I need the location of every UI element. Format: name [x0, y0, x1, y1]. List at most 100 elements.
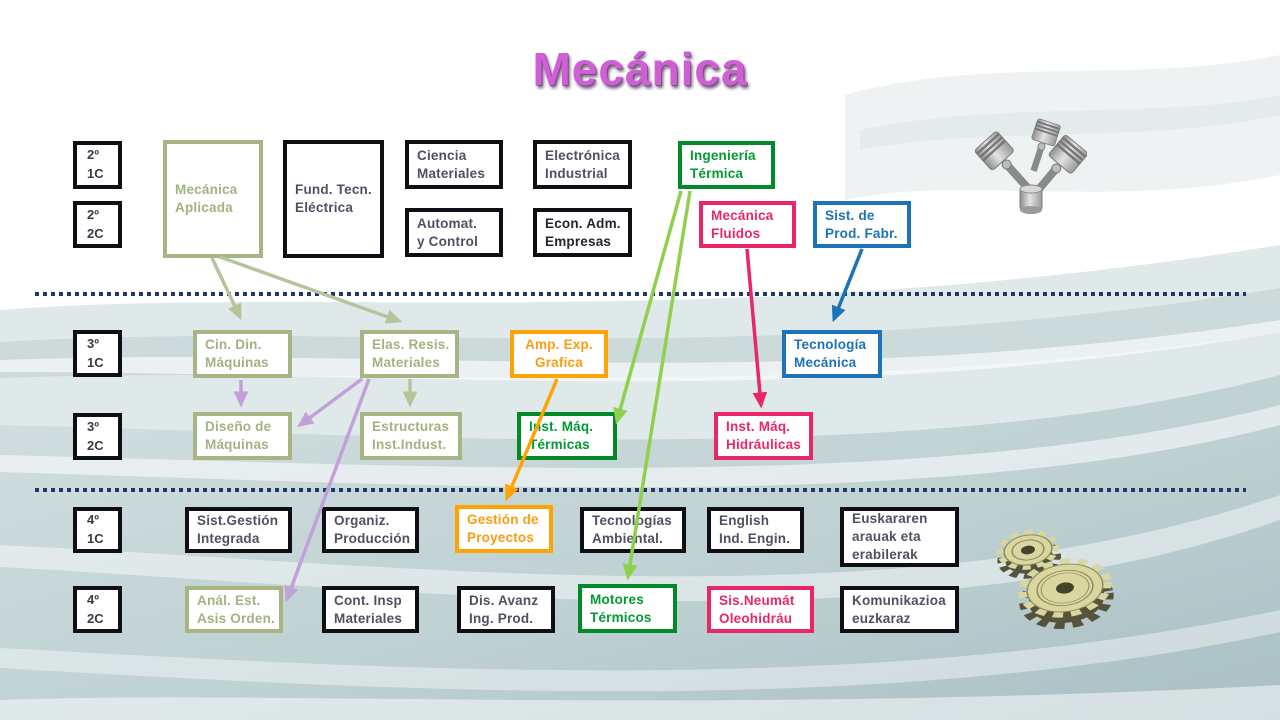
course-box-econ-adm-empresas: Econ. Adm. Empresas [533, 208, 632, 257]
course-box-automat-y-control: Automat.y Control [405, 208, 503, 257]
course-box-text: Cin. Din. [205, 337, 262, 353]
course-box-text: Producción [334, 531, 411, 546]
course-box-text: Estructuras [372, 419, 450, 435]
course-box-amp-exp-grafica: Amp. Exp. Grafica [510, 330, 608, 378]
semester-label-text: 4º [87, 512, 99, 528]
course-box-text: Amp. Exp. [525, 337, 593, 353]
course-box-text: Cont. Insp [334, 592, 402, 608]
course-box-diseno-de-maquinas: Diseño de Máquinas [193, 412, 292, 460]
course-box-text: Ing. Prod. [469, 610, 534, 626]
course-box-text: Diseño de [205, 419, 272, 435]
semester-label-text: 1C [87, 354, 104, 370]
semester-label-text: 2C [87, 610, 104, 626]
course-box-text: Industrial [545, 165, 608, 181]
gears-image [996, 530, 1114, 629]
course-box-text: Asis Orden. [197, 610, 275, 626]
course-box-fund-tecn-electrica: Fund. Tecn. Eléctrica [283, 140, 384, 258]
course-box-text: Mecánica [175, 182, 238, 198]
course-box-cin-din-maquinas: Cin. Din. Máquinas [193, 330, 292, 378]
course-box-text: Organiz. [334, 513, 390, 529]
course-box-text: Inst. Máq. [726, 419, 791, 435]
course-box-text: Econ. Adm. [545, 215, 621, 231]
course-box-text: Electrónica [545, 147, 620, 163]
course-box-text: Máquinas [205, 355, 269, 370]
course-box-text: Grafica [535, 355, 583, 370]
course-box-text: Ambiental. [592, 531, 664, 546]
course-box-text: Integrada [197, 531, 260, 546]
semester-label-text: 1C [87, 166, 104, 181]
course-box-text: Mecánica [711, 207, 774, 223]
course-box-text: Materiales [372, 355, 441, 370]
course-box-text: Eléctrica [295, 200, 354, 215]
course-box-text: Sis.Neumát [719, 592, 795, 608]
course-box-text: Euskararen [852, 511, 928, 527]
course-box-text: Mecánica [794, 355, 857, 370]
course-box-text: Empresas [545, 233, 612, 249]
course-box-text: Automat. [417, 215, 478, 231]
year-separator-1 [35, 292, 1246, 296]
semester-label-text: 2C [87, 437, 104, 453]
course-box-text: Elas. Resis. [372, 337, 450, 353]
course-box-text: Máquinas [205, 437, 269, 452]
course-box-text: arauak eta [852, 529, 921, 545]
course-box-text: Térmicas [529, 437, 590, 452]
course-box-text: Tecnología [794, 337, 867, 353]
course-box-text: Ind. Engin. [719, 531, 791, 546]
semester-label-text: 2º [87, 206, 99, 222]
course-box-inst-maq-hidraulicas: Inst. Máq. Hidráulicas [714, 412, 813, 460]
semester-label-text: 3º [87, 418, 99, 434]
course-box-text: Aplicada [175, 200, 233, 215]
course-box-text: Sist. de [825, 207, 875, 223]
course-box-text: Inst.Indust. [372, 437, 447, 452]
course-box-text: Fluidos [711, 225, 761, 241]
course-box-sist-de-prod-fabr: Sist. de Prod. Fabr. [813, 201, 911, 248]
semester-label-text: 2º [87, 147, 99, 163]
slide-title: Mecánica [532, 43, 748, 95]
year-separator-2 [35, 488, 1246, 492]
course-box-text: Anál. Est. [197, 592, 261, 608]
course-box-text: Térmicos [590, 609, 652, 625]
course-box-text: Hidráulicas [726, 437, 801, 452]
course-box-text: euzkaraz [852, 610, 911, 626]
course-box-text: Materiales [417, 165, 486, 181]
course-box-organiz-produccion: Organiz. Producción [322, 507, 419, 553]
course-box-text: Sist.Gestión [197, 513, 279, 529]
course-box-text: Térmica [690, 166, 744, 181]
course-box-text: Dis. Avanz [469, 592, 539, 608]
semester-label-text: 4º [87, 591, 99, 607]
course-box-inst-maq-termicas: Inst. Máq.Térmicas [517, 412, 617, 460]
course-box-text: Oleohidráu [719, 610, 793, 626]
course-box-text: Motores [590, 591, 644, 607]
course-box-anal-est-asis-orden: Anál. Est. Asis Orden. [185, 586, 283, 633]
course-box-text: Prod. Fabr. [825, 225, 898, 241]
course-box-text: Gestión de [467, 512, 539, 528]
course-box-text: Tecnologías [592, 513, 672, 529]
course-box-text: Ciencia [417, 147, 467, 163]
course-box-text: Fund. Tecn. [295, 182, 372, 198]
course-box-text: Ingeniería [690, 148, 756, 164]
semester-label-text: 1C [87, 531, 104, 546]
course-box-text: English [719, 513, 770, 529]
